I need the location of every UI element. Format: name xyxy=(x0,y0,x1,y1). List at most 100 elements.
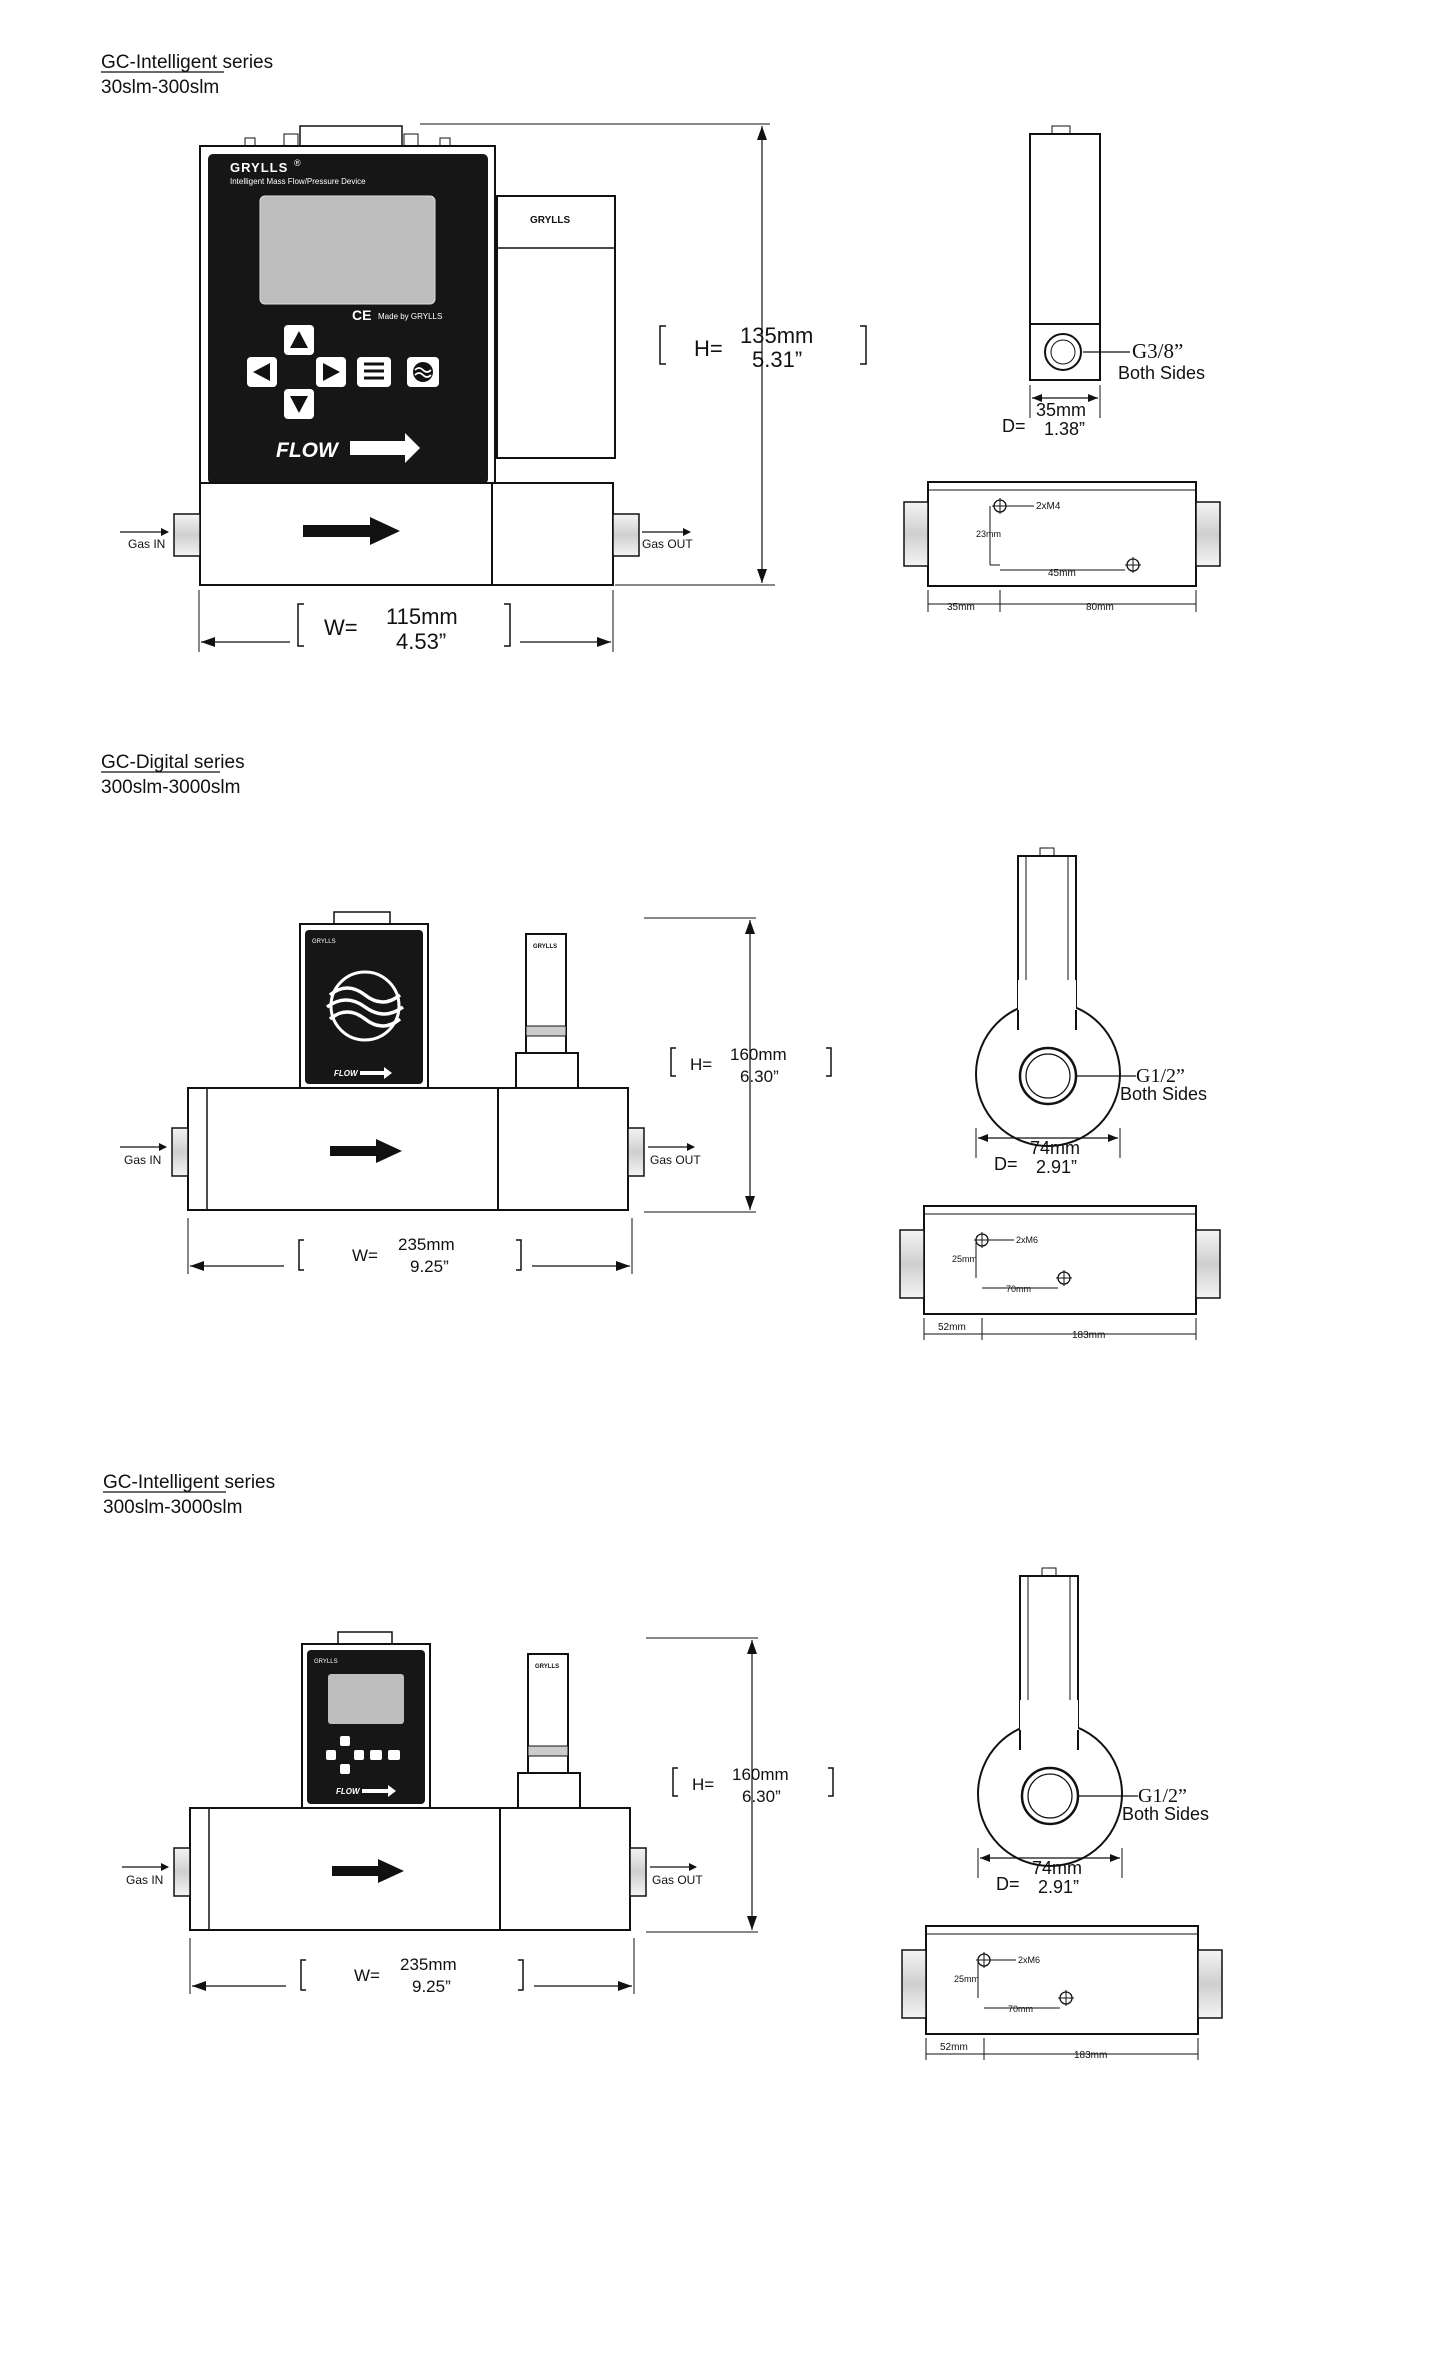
svg-text:D=: D= xyxy=(1002,416,1026,436)
section-3-range: 300slm-3000slm xyxy=(103,1497,242,1518)
keypad xyxy=(247,325,439,419)
height-dimension-3: H= 160mm 6.30” xyxy=(646,1637,834,1933)
port-note: Both Sides xyxy=(1118,363,1205,383)
section-2: GC-Digital series 300slm-3000slm GRYLLS … xyxy=(101,752,1221,1341)
svg-text:9.25”: 9.25” xyxy=(412,1977,451,1996)
svg-text:Both Sides: Both Sides xyxy=(1120,1084,1207,1104)
height-dimension-1: H= 135mm 5.31” xyxy=(420,123,867,586)
svg-text:G1/2”: G1/2” xyxy=(1138,1785,1187,1807)
port-hole-icon xyxy=(1044,333,1082,371)
svg-text:Both Sides: Both Sides xyxy=(1122,1804,1209,1824)
svg-text:2xM4: 2xM4 xyxy=(1036,501,1061,512)
svg-text:H=: H= xyxy=(692,1775,714,1794)
svg-text:GRYLLS: GRYLLS xyxy=(314,1659,338,1665)
svg-text:GRYLLS: GRYLLS xyxy=(535,1664,559,1670)
flow-direction-arrow-icon xyxy=(330,1139,402,1163)
svg-text:2.91”: 2.91” xyxy=(1038,1877,1079,1897)
port-thread: G3/8” xyxy=(1132,339,1183,363)
flow-label: FLOW xyxy=(276,439,340,462)
width-inch: 4.53” xyxy=(396,629,446,654)
svg-text:W=: W= xyxy=(354,1966,380,1985)
flow-arrow-icon xyxy=(350,433,420,463)
front-view-2: GRYLLS FLOW GRYLLS Gas IN Gas OUT xyxy=(120,911,701,1211)
ce-mark: CE xyxy=(352,307,371,323)
svg-text:GRYLLS: GRYLLS xyxy=(533,944,557,950)
sensor-column xyxy=(496,195,616,459)
svg-text:52mm: 52mm xyxy=(938,1322,966,1333)
svg-text:Gas OUT: Gas OUT xyxy=(652,1873,703,1887)
svg-text:74mm: 74mm xyxy=(1032,1858,1082,1878)
svg-text:160mm: 160mm xyxy=(732,1765,789,1784)
svg-text:35mm: 35mm xyxy=(947,602,975,613)
svg-text:45mm: 45mm xyxy=(1048,568,1076,579)
svg-text:®: ® xyxy=(294,158,301,168)
port-hole-icon xyxy=(1020,1766,1080,1826)
svg-text:Gas IN: Gas IN xyxy=(126,1873,163,1887)
depth-inch: 1.38” xyxy=(1044,419,1085,439)
inlet-fitting xyxy=(173,513,201,557)
section-3: GC-Intelligent series 300slm-3000slm GRY… xyxy=(103,1472,1223,2061)
side-view-3: G1/2” Both Sides 74mm D= 2.91” xyxy=(977,1567,1209,1897)
bottom-view-1: 2xM4 23mm 45mm 35mm 80mm xyxy=(903,481,1221,613)
svg-text:183mm: 183mm xyxy=(1074,2050,1107,2061)
svg-text:D=: D= xyxy=(994,1154,1018,1174)
made-by-label: Made by GRYLLS xyxy=(378,312,442,321)
svg-text:80mm: 80mm xyxy=(1086,602,1114,613)
svg-text:52mm: 52mm xyxy=(940,2042,968,2053)
height-dimension-2: H= 160mm 6.30” xyxy=(644,917,832,1213)
svg-text:2xM6: 2xM6 xyxy=(1016,1235,1038,1245)
svg-text:25mm: 25mm xyxy=(952,1254,977,1264)
gas-out-label: Gas OUT xyxy=(642,537,693,551)
device-subtitle: Intelligent Mass Flow/Pressure Device xyxy=(230,177,366,186)
section-1-range: 30slm-300slm xyxy=(101,77,219,98)
width-mm: 115mm xyxy=(386,604,458,629)
svg-text:6.30”: 6.30” xyxy=(740,1067,779,1086)
svg-text:2xM6: 2xM6 xyxy=(1018,1955,1040,1965)
svg-text:G1/2”: G1/2” xyxy=(1136,1065,1185,1087)
side-view-2: G1/2” Both Sides 74mm D= 2.91” xyxy=(975,847,1207,1177)
height-mm: 135mm xyxy=(740,323,813,348)
svg-text:6.30”: 6.30” xyxy=(742,1787,781,1806)
width-dimension-2: W= 235mm 9.25” xyxy=(187,1218,633,1276)
section-2-title: GC-Digital series xyxy=(101,752,245,773)
port-hole-icon xyxy=(1018,1046,1078,1106)
svg-text:74mm: 74mm xyxy=(1030,1138,1080,1158)
flow-direction-arrow-icon xyxy=(332,1859,404,1883)
section-2-range: 300slm-3000slm xyxy=(101,777,240,798)
svg-text:W=: W= xyxy=(352,1246,378,1265)
svg-text:FLOW: FLOW xyxy=(336,1787,361,1796)
svg-text:Gas OUT: Gas OUT xyxy=(650,1153,701,1167)
svg-text:FLOW: FLOW xyxy=(334,1069,359,1078)
svg-text:Gas IN: Gas IN xyxy=(124,1153,161,1167)
flow-direction-arrow-icon xyxy=(303,517,400,545)
lcd-screen xyxy=(259,195,436,305)
svg-text:GRYLLS: GRYLLS xyxy=(530,215,571,226)
width-dimension-3: W= 235mm 9.25” xyxy=(189,1938,635,1996)
svg-text:2.91”: 2.91” xyxy=(1036,1157,1077,1177)
svg-text:GRYLLS: GRYLLS xyxy=(312,939,336,945)
svg-text:25mm: 25mm xyxy=(954,1974,979,1984)
side-view-1: G3/8” Both Sides 35mm D= 1.38” xyxy=(1002,125,1205,439)
bottom-view-2: 2xM6 25mm 70mm 52mm 183mm xyxy=(899,1205,1221,1341)
svg-text:235mm: 235mm xyxy=(400,1955,457,1974)
front-view-3: GRYLLS FLOW GRYLLS Gas IN Gas OUT xyxy=(122,1631,703,1931)
section-3-title: GC-Intelligent series xyxy=(103,1472,275,1493)
svg-text:H=: H= xyxy=(694,336,723,361)
section-1-title: GC-Intelligent series xyxy=(101,52,273,73)
width-dimension-1: W= 115mm 4.53” xyxy=(198,590,614,654)
svg-text:160mm: 160mm xyxy=(730,1045,787,1064)
outlet-fitting xyxy=(612,513,640,557)
svg-text:70mm: 70mm xyxy=(1008,2004,1033,2014)
gas-in-label: Gas IN xyxy=(128,537,165,551)
depth-mm: 35mm xyxy=(1036,400,1086,420)
svg-text:H=: H= xyxy=(690,1055,712,1074)
svg-text:9.25”: 9.25” xyxy=(410,1257,449,1276)
svg-text:D=: D= xyxy=(996,1874,1020,1894)
section-1: GC-Intelligent series 30slm-300slm GRYLL… xyxy=(101,52,1221,654)
bottom-view-3: 2xM6 25mm 70mm 52mm 183mm xyxy=(901,1925,1223,2061)
svg-text:183mm: 183mm xyxy=(1072,1330,1105,1341)
svg-text:W=: W= xyxy=(324,615,358,640)
height-inch: 5.31” xyxy=(752,347,802,372)
front-view-1: GRYLLS ® Intelligent Mass Flow/Pressure … xyxy=(120,125,693,586)
